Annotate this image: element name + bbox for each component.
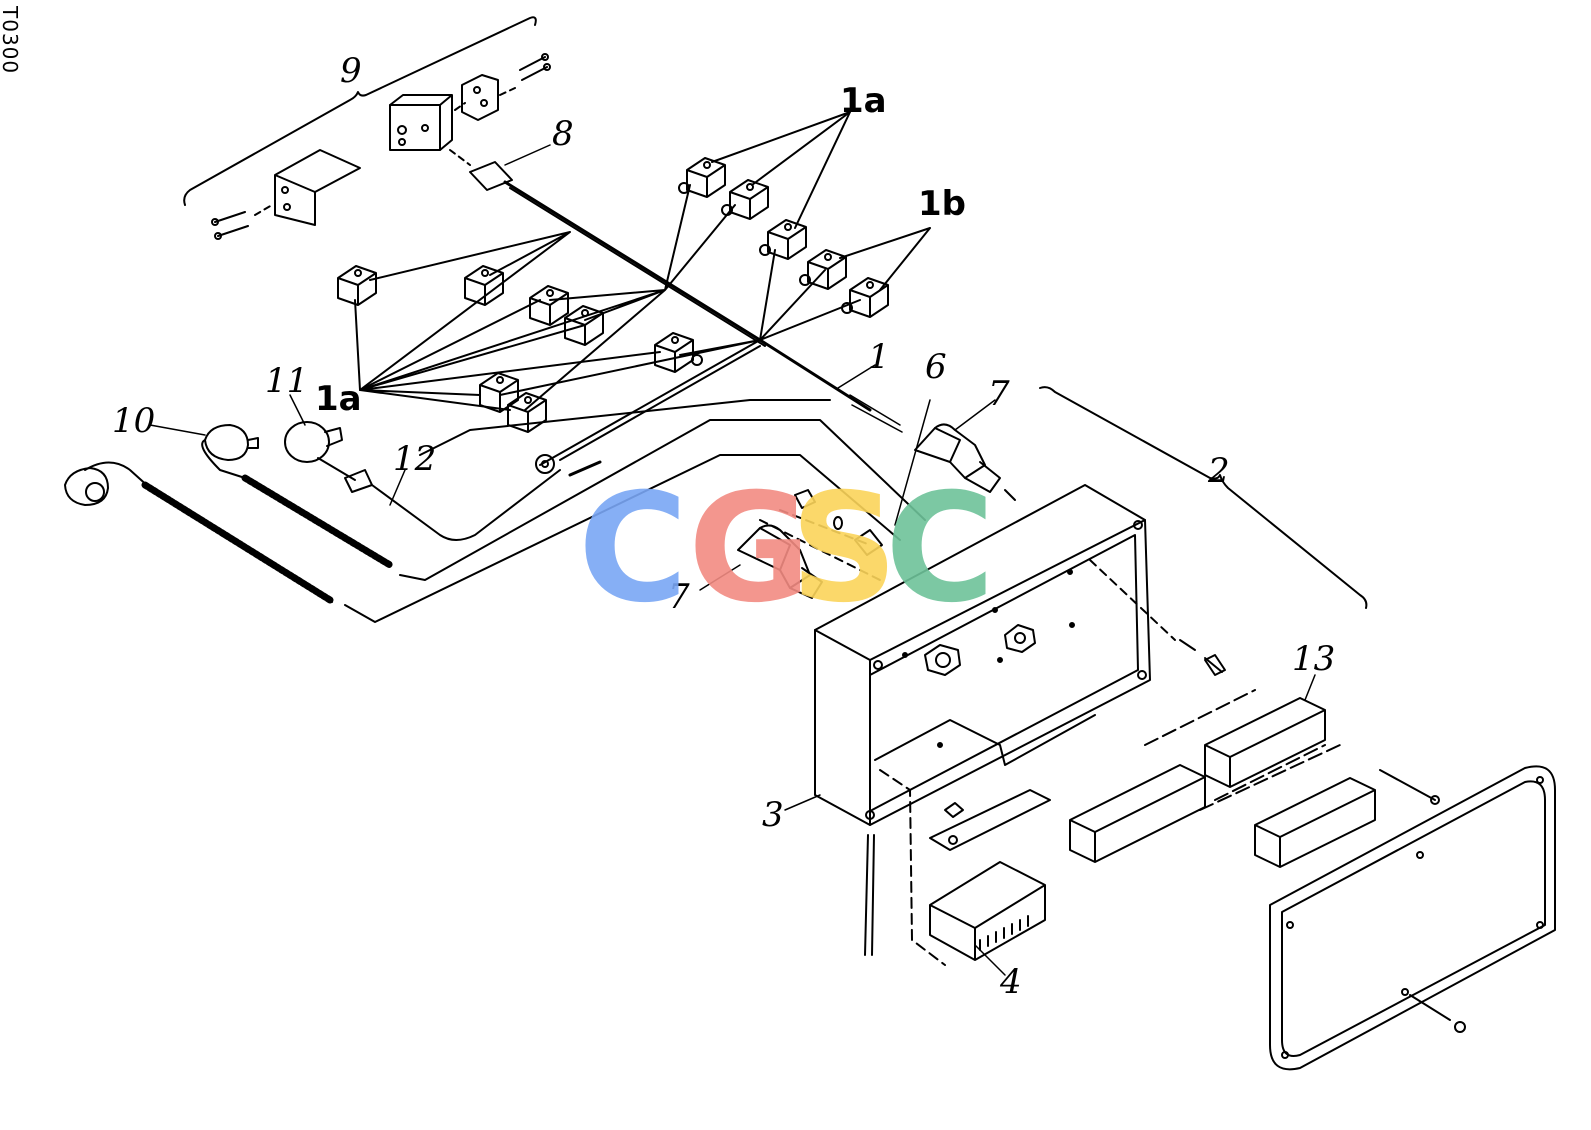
watermark-letter-c2: C <box>885 462 995 636</box>
callout-6: 6 <box>925 347 947 387</box>
sensors-and-cables <box>64 399 926 623</box>
watermark-letter-g: G <box>688 462 811 636</box>
callout-7-mid: 7 <box>668 577 690 617</box>
bracket-group-2 <box>1039 386 1368 609</box>
callout-9: 9 <box>340 51 362 91</box>
callout-1a-top: 1a <box>840 81 887 121</box>
sensor-plug-7-top <box>914 423 1016 501</box>
callout-4: 4 <box>999 962 1022 1002</box>
callout-13: 13 <box>1292 639 1335 679</box>
callout-3: 3 <box>762 795 784 835</box>
document-code: T0300 <box>0 6 22 75</box>
wiring-harness-1 <box>354 161 903 477</box>
watermark-letter-c1: C <box>578 462 688 636</box>
callout-2: 2 <box>1207 451 1230 491</box>
callout-1b: 1b <box>918 184 966 224</box>
sensor-plug-7-mid <box>737 489 883 599</box>
terminal-strips-13 <box>1069 689 1440 868</box>
callout-7-top: 7 <box>988 374 1010 414</box>
callout-11: 11 <box>265 361 308 401</box>
relay-4 <box>879 769 1051 966</box>
callout-1a-left: 1a <box>315 379 362 419</box>
solenoid-connectors <box>337 111 931 433</box>
callout-8: 8 <box>552 114 574 154</box>
watermark-letter-s: S <box>790 462 898 636</box>
callout-1: 1 <box>868 337 890 377</box>
housing-3 <box>814 484 1226 956</box>
bracket-group-9 <box>183 16 551 240</box>
watermark-logo: C G S C <box>578 462 995 636</box>
callout-leaders <box>149 144 1316 976</box>
callout-10: 10 <box>112 401 155 441</box>
cover-plate <box>1269 765 1556 1071</box>
callout-12: 12 <box>393 439 436 479</box>
